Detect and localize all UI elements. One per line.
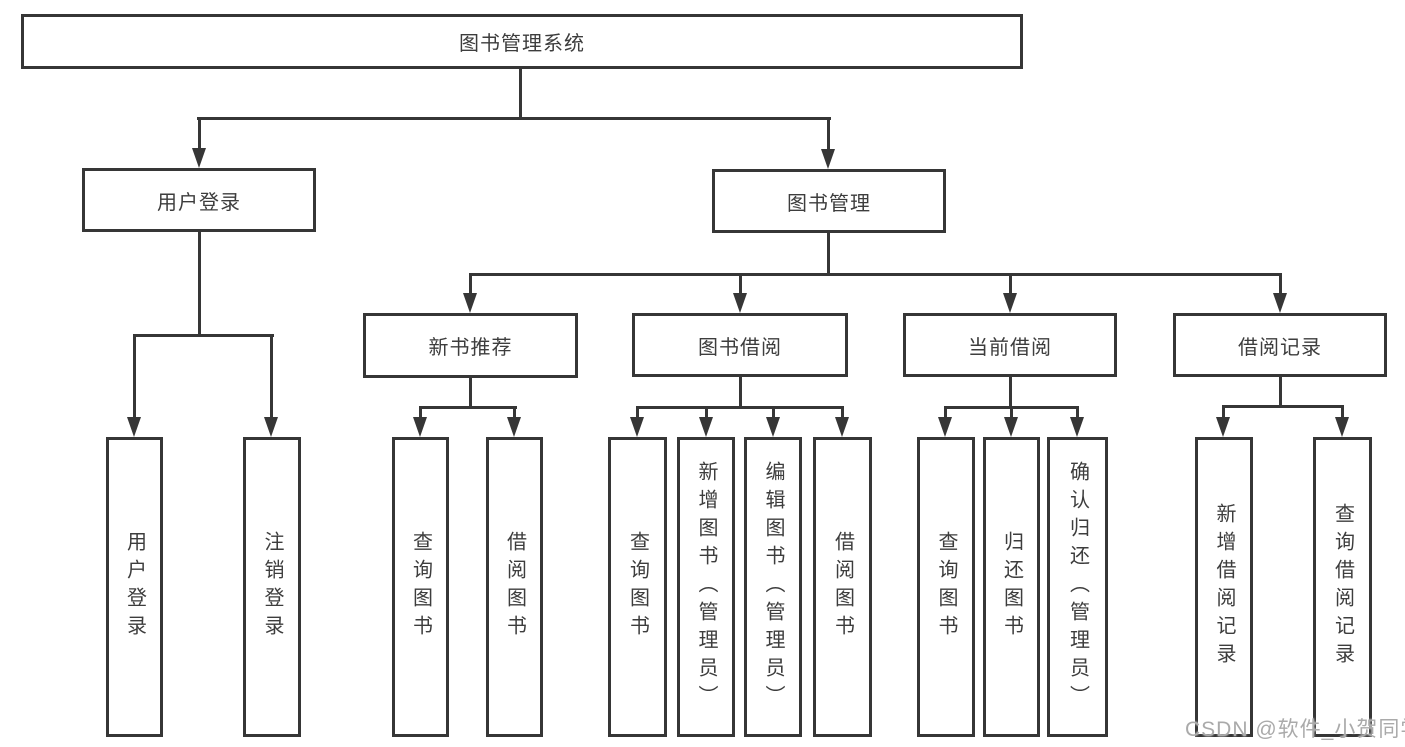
arrow-down-icon [1004,417,1018,437]
arrow-down-icon [1070,417,1084,437]
node-new-book-label: 新书推荐 [428,337,513,359]
node-book-borrow-label: 图书借阅 [698,336,782,359]
leaf-current-return: 归还图书 [983,437,1040,737]
node-user-login-label: 用户登录 [157,191,241,214]
node-book-mgmt: 图书管理 [712,169,946,233]
connector-line [1341,405,1344,420]
leaf-newbook-borrow-label: 借阅图书 [503,531,526,643]
connector-line [513,406,516,420]
leaf-current-return-label: 归还图书 [1000,531,1023,643]
leaf-current-query: 查询图书 [917,437,975,737]
connector-line [944,406,947,420]
arrow-down-icon [938,417,952,437]
node-root-label: 图书管理系统 [459,33,585,55]
leaf-borrow-add: 新增图书（管理员） [677,437,735,737]
arrow-down-icon [1216,417,1230,437]
arrow-down-icon [699,417,713,437]
connector-line [419,406,422,420]
arrow-down-icon [821,149,835,169]
leaf-current-confirm: 确认归还（管理员） [1047,437,1108,737]
leaf-record-add: 新增借阅记录 [1195,437,1253,737]
node-borrow-record-label: 借阅记录 [1238,336,1322,359]
arrow-down-icon [1335,417,1349,437]
arrow-down-icon [413,417,427,437]
node-current-borrow: 当前借阅 [903,313,1117,377]
node-root: 图书管理系统 [21,14,1023,69]
leaf-borrow-borrow: 借阅图书 [813,437,872,737]
connector-line [772,406,775,420]
arrow-down-icon [766,417,780,437]
connector-line [519,69,522,119]
connector-line [469,273,472,296]
connector-line [636,406,844,409]
connector-line [198,232,201,337]
arrow-down-icon [192,148,206,168]
leaf-record-query: 查询借阅记录 [1313,437,1372,737]
leaf-newbook-borrow: 借阅图书 [486,437,543,737]
connector-line [1222,405,1225,420]
connector-line [739,273,742,296]
connector-line [827,117,830,151]
leaf-record-add-label: 新增借阅记录 [1213,503,1235,671]
leaf-borrow-edit-label: 编辑图书（管理员） [762,461,784,713]
connector-line [133,334,274,337]
leaf-newbook-query: 查询图书 [392,437,449,737]
connector-line [636,406,639,420]
arrow-down-icon [264,417,278,437]
connector-line [1222,405,1344,408]
leaf-logout-label: 注销登录 [261,531,283,643]
leaf-borrow-borrow-label: 借阅图书 [831,531,854,643]
leaf-borrow-add-label: 新增图书（管理员） [695,461,717,713]
arrow-down-icon [733,293,747,313]
node-user-login: 用户登录 [82,168,316,232]
csdn-watermark: CSDN @软件_小贺同学 [1185,718,1405,741]
connector-line [827,233,830,276]
arrow-down-icon [507,417,521,437]
leaf-record-query-label: 查询借阅记录 [1331,503,1354,671]
arrow-down-icon [1273,293,1287,313]
node-new-book: 新书推荐 [363,313,578,378]
connector-line [1279,273,1282,296]
leaf-user-login: 用户登录 [106,437,163,737]
connector-line [1009,273,1012,296]
leaf-user-login-label: 用户登录 [123,531,146,643]
connector-line [1076,406,1079,420]
arrow-down-icon [630,417,644,437]
connector-line [1010,406,1013,420]
connector-line [1009,377,1012,409]
connector-line [469,378,472,409]
arrow-down-icon [463,293,477,313]
connector-line [705,406,708,420]
node-book-borrow: 图书借阅 [632,313,848,377]
connector-line [739,377,742,409]
arrow-down-icon [127,417,141,437]
leaf-borrow-query: 查询图书 [608,437,667,737]
leaf-borrow-edit: 编辑图书（管理员） [744,437,802,737]
arrow-down-icon [835,417,849,437]
connector-line [197,117,831,120]
arrow-down-icon [1003,293,1017,313]
connector-line [133,334,136,420]
connector-line [198,117,201,151]
connector-line [469,273,1282,276]
leaf-current-query-label: 查询图书 [935,531,957,643]
connector-line [419,406,517,409]
leaf-current-confirm-label: 确认归还（管理员） [1066,461,1089,713]
node-book-mgmt-label: 图书管理 [787,192,871,215]
connector-line [841,406,844,420]
leaf-borrow-query-label: 查询图书 [626,531,649,643]
node-current-borrow-label: 当前借阅 [968,336,1052,359]
leaf-newbook-query-label: 查询图书 [409,531,432,643]
node-borrow-record: 借阅记录 [1173,313,1387,377]
connector-line [270,334,273,420]
connector-line [1279,377,1282,408]
leaf-logout: 注销登录 [243,437,301,737]
